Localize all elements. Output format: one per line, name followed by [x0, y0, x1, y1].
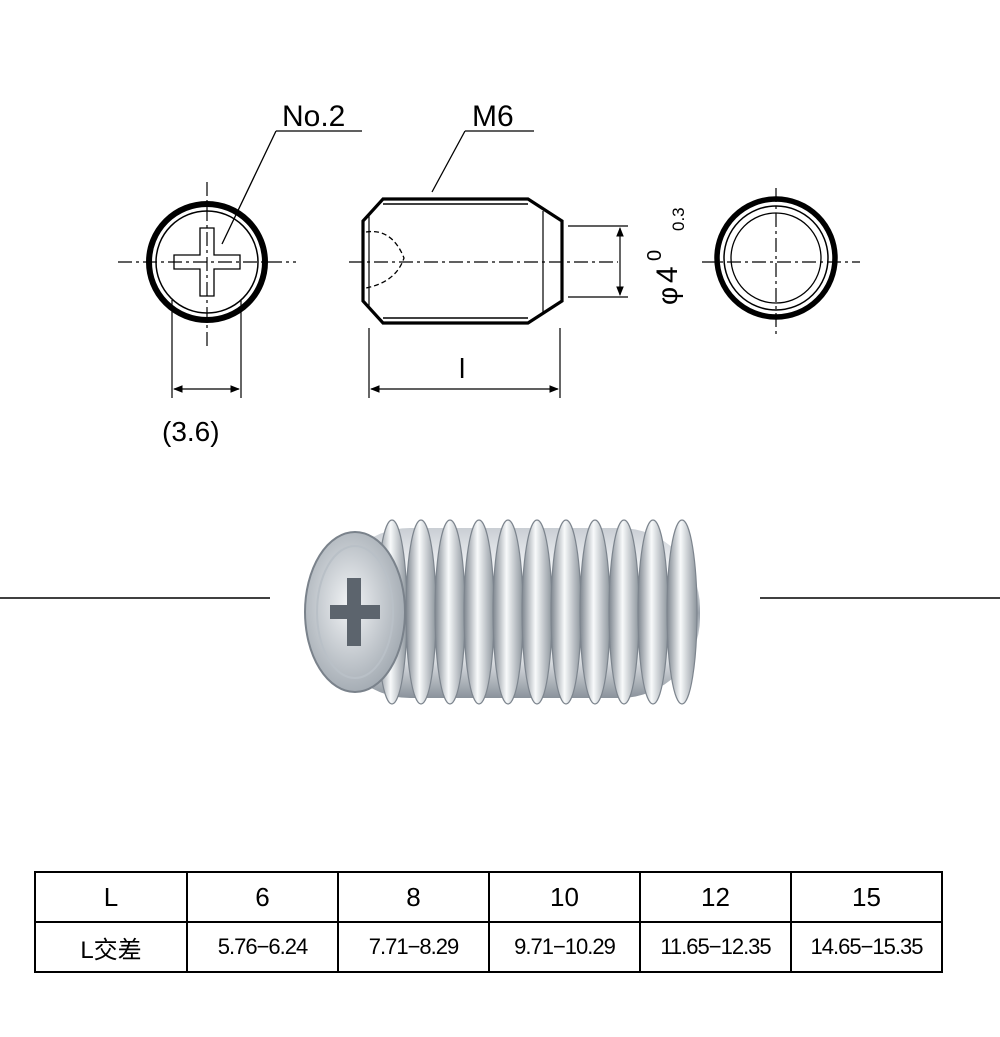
table-row-tolerance: L交差 5.76−6.24 7.71−8.29 9.71−10.29 11.65…: [34, 921, 943, 973]
thread-ridge: [637, 519, 669, 705]
set-screw-photo: [0, 519, 1000, 705]
row-label-tolerance: L交差: [34, 921, 188, 973]
tolerance-cell: 5.76−6.24: [186, 921, 339, 973]
tolerance-lower: 0.3: [669, 207, 688, 231]
length-cell: 8: [337, 871, 490, 923]
thread-ridge: [492, 519, 524, 705]
drive-size-label: No.2: [282, 100, 345, 133]
tolerance-cell: 9.71−10.29: [488, 921, 641, 973]
thread-ridge: [434, 519, 466, 705]
length-cell: 15: [790, 871, 943, 923]
thread-ridge: [550, 519, 582, 705]
drive-width-label: (3.6): [162, 416, 220, 447]
length-tolerance-table: L 6 8 10 12 15 L交差 5.76−6.24 7.71−8.29 9…: [34, 871, 943, 973]
thread-ridge: [405, 519, 437, 705]
thread-ridge: [521, 519, 553, 705]
row-label-length: L: [34, 871, 188, 923]
length-cell: 10: [488, 871, 641, 923]
tolerance-cell: 11.65−12.35: [639, 921, 792, 973]
length-cell: 12: [639, 871, 792, 923]
length-cell: 6: [186, 871, 339, 923]
photo-cross-recess-icon: [330, 578, 380, 646]
diameter-symbol: φ: [652, 287, 683, 305]
tolerance-upper: 0: [644, 250, 666, 261]
thread-ridge: [666, 519, 698, 705]
thread-ridge: [463, 519, 495, 705]
cross-recess-icon: [173, 227, 241, 297]
side-view: M6 l φ 4 0 0.3: [349, 100, 688, 398]
end-view-plain: [702, 188, 860, 338]
table-row-length: L 6 8 10 12 15: [34, 871, 943, 923]
diameter-value: 4: [651, 266, 684, 283]
thread-ridge: [608, 519, 640, 705]
thread-ridge: [579, 519, 611, 705]
tolerance-cell: 7.71−8.29: [337, 921, 490, 973]
length-label: l: [459, 353, 465, 384]
tolerance-cell: 14.65−15.35: [790, 921, 943, 973]
end-view-recess: No.2 (3.6): [118, 100, 362, 447]
thread-size-label: M6: [472, 100, 514, 133]
